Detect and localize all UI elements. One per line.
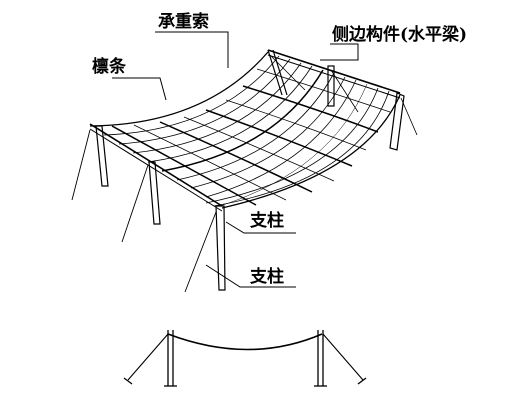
column-label-upper: 支柱 bbox=[250, 210, 284, 231]
purlins bbox=[111, 68, 391, 206]
roof-surface bbox=[89, 49, 401, 212]
main-cables bbox=[103, 55, 390, 207]
main-cable-label: 承重索 bbox=[158, 11, 209, 32]
purlin-label: 檩条 bbox=[92, 56, 127, 77]
front-columns bbox=[71, 125, 226, 293]
edge-member-label: 侧边构件(水平梁) bbox=[332, 24, 467, 45]
back-columns bbox=[267, 49, 418, 151]
elevation-view bbox=[123, 330, 367, 387]
column-label-lower: 支柱 bbox=[250, 266, 284, 287]
leader-lines bbox=[112, 31, 359, 288]
